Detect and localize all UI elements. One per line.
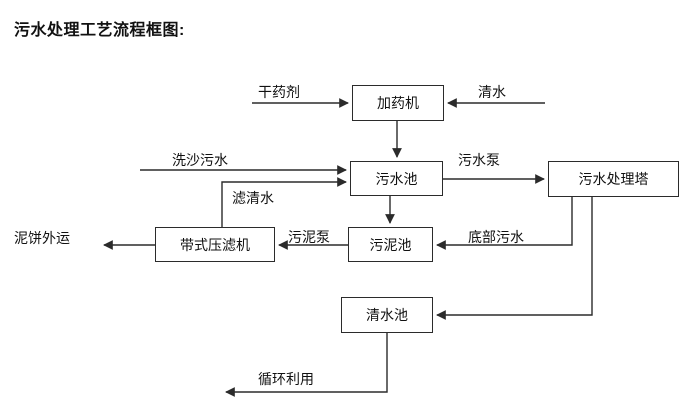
edge-label-clean-water-inlet: 清水	[478, 84, 506, 100]
edge-label-sand-wash-sewage: 洗沙污水	[172, 152, 228, 168]
node-label: 污水池	[375, 170, 418, 187]
edge-label-filtrate: 滤清水	[232, 190, 274, 206]
node-label: 污泥池	[369, 236, 412, 253]
node-label: 带式压滤机	[180, 236, 250, 253]
edge-label-sewage-pump: 污水泵	[458, 152, 500, 168]
node-dosing-machine[interactable]: 加药机	[352, 85, 444, 121]
edge-tower-to-clean-water-pool	[436, 197, 593, 320]
node-belt-filter-press[interactable]: 带式压滤机	[155, 227, 275, 262]
edge-filtrate-to-sewage-pool	[221, 177, 347, 227]
terminal-label-mud-cake-outbound: 泥饼外运	[14, 230, 70, 246]
node-clean-water-pool[interactable]: 清水池	[341, 297, 433, 333]
edge-label-bottom-sewage: 底部污水	[468, 229, 524, 245]
node-label: 污水处理塔	[578, 171, 649, 187]
edge-label-recycle-use: 循环利用	[258, 371, 314, 387]
node-treatment-tower[interactable]: 污水处理塔	[548, 161, 679, 197]
edge-label-dry-agent: 干药剂	[258, 84, 300, 100]
node-label: 清水池	[366, 307, 408, 323]
edge-clean-water-pool-recycle	[225, 333, 388, 397]
edge-label-sludge-pump: 污泥泵	[288, 229, 330, 245]
node-label: 加药机	[377, 95, 419, 111]
edge-tower-bottom-sewage-to-sludge-pool	[436, 197, 573, 250]
node-sewage-pool[interactable]: 污水池	[350, 161, 443, 196]
node-sludge-pool[interactable]: 污泥池	[348, 227, 433, 262]
page-title: 污水处理工艺流程框图:	[14, 22, 185, 39]
